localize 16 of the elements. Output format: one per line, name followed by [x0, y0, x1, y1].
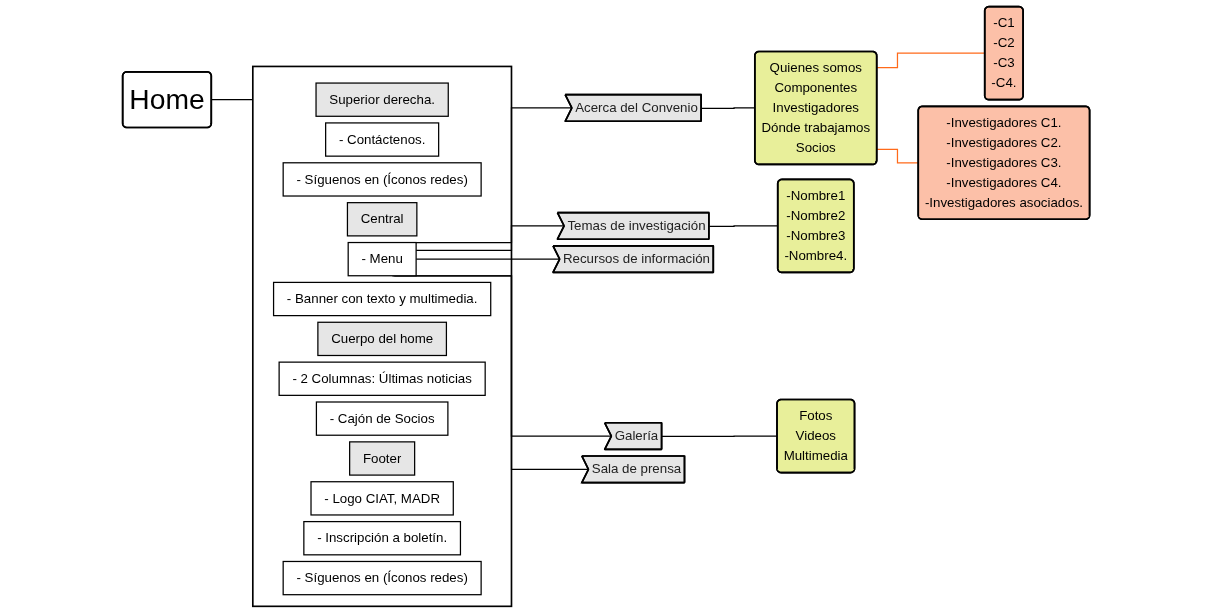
node-box: Superior derecha.	[315, 82, 449, 117]
node-box: - 2 Columnas: Últimas noticias	[278, 361, 486, 396]
node-box: - Logo CIAT, MADR	[310, 481, 454, 516]
node-box: - Síguenos en (Íconos redes)	[282, 560, 482, 596]
node-box: - Menu	[347, 241, 417, 277]
node-box: Footer	[348, 441, 416, 476]
node-box: Cuerpo del home	[317, 321, 447, 357]
connector	[415, 258, 561, 261]
node-box: - Síguenos en (Íconos redes)	[282, 162, 482, 197]
cluster	[251, 65, 513, 608]
node-box: Central	[346, 202, 418, 237]
node-box: - Contáctenos.	[324, 122, 440, 157]
node-box: - Cajón de Socios	[315, 401, 449, 436]
connector	[415, 225, 565, 252]
node-box: - Inscripción a boletín.	[303, 521, 461, 556]
node-box: - Banner con texto y multimedia.	[272, 281, 492, 317]
